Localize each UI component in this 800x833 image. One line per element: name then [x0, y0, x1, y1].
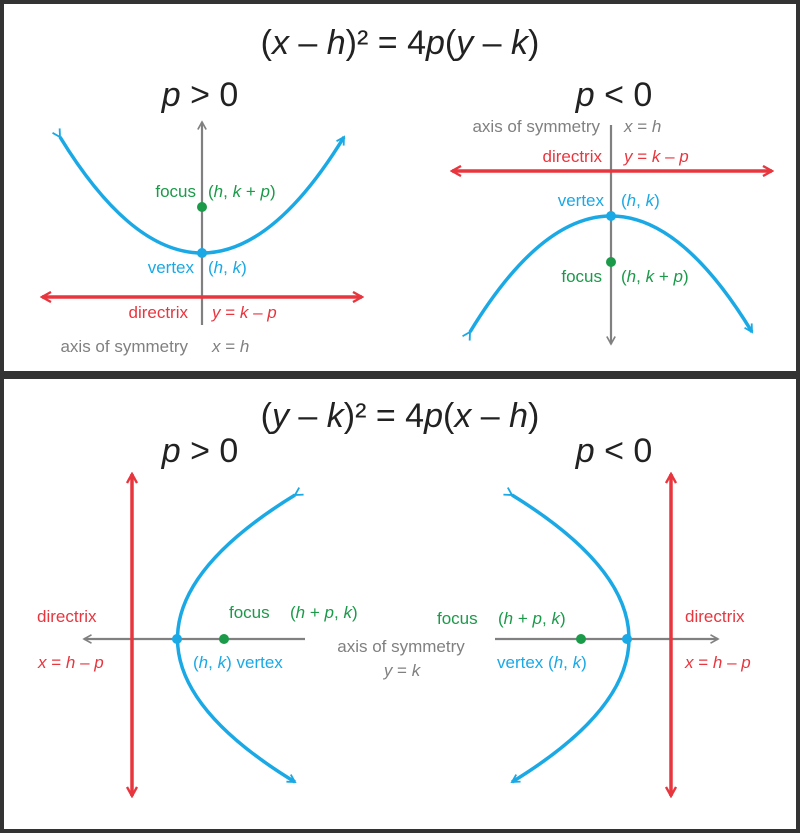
- bottom-left-vertex-text: (h, k) vertex: [193, 653, 283, 672]
- top-left-directrix-eq: y = k – p: [211, 303, 277, 322]
- top-right-axis-eq: x = h: [623, 117, 661, 136]
- top-right-directrix-eq: y = k – p: [623, 147, 689, 166]
- top-right-focus-coord: (h, k + p): [621, 267, 689, 286]
- top-panel-frame: [0, 0, 800, 375]
- top-left-case: p > 0: [161, 76, 239, 114]
- top-right-focus-point: [606, 257, 616, 267]
- top-left-axis-eq: x = h: [211, 337, 249, 356]
- top-right-vertex-coord: (h, k): [621, 191, 660, 210]
- bottom-axis-eq: y = k: [383, 661, 422, 680]
- top-right-axis-label: axis of symmetry: [472, 117, 600, 136]
- top-left-focus-coord: (h, k + p): [208, 182, 276, 201]
- bottom-left-focus-point: [219, 634, 229, 644]
- top-left-vertex-point: [197, 248, 207, 258]
- top-equation: (x – h)² = 4p(y – k): [261, 24, 540, 62]
- bottom-right-directrix-eq: x = h – p: [684, 653, 751, 672]
- top-right-case: p < 0: [575, 76, 653, 114]
- top-right-vertex-point: [606, 211, 616, 221]
- bottom-right-focus-point: [576, 634, 586, 644]
- top-left-vertex-coord: (h, k): [208, 258, 247, 277]
- top-left-focus-point: [197, 202, 207, 212]
- bottom-right-directrix-label: directrix: [685, 607, 745, 626]
- bottom-axis-label: axis of symmetry: [337, 637, 465, 656]
- bottom-left-focus-coord: (h + p, k): [290, 603, 358, 622]
- top-right-directrix-label: directrix: [542, 147, 602, 166]
- top-right-focus-label: focus: [561, 267, 602, 286]
- bottom-panel-frame: [0, 375, 800, 833]
- bottom-right-focus-label: focus: [437, 609, 478, 628]
- top-left-focus-label: focus: [155, 182, 196, 201]
- bottom-right-vertex-point: [622, 634, 632, 644]
- top-left-directrix-label: directrix: [128, 303, 188, 322]
- bottom-right-focus-coord: (h + p, k): [498, 609, 566, 628]
- bottom-left-directrix-label: directrix: [37, 607, 97, 626]
- top-right-vertex-label: vertex: [558, 191, 605, 210]
- top-left-axis-label: axis of symmetry: [60, 337, 188, 356]
- bottom-left-focus-label: focus: [229, 603, 270, 622]
- bottom-left-case: p > 0: [161, 432, 239, 470]
- bottom-right-case: p < 0: [575, 432, 653, 470]
- bottom-left-directrix-eq: x = h – p: [37, 653, 104, 672]
- bottom-left-vertex-point: [172, 634, 182, 644]
- bottom-right-vertex-text: vertex (h, k): [497, 653, 587, 672]
- top-left-vertex-label: vertex: [148, 258, 195, 277]
- bottom-equation: (y – k)² = 4p(x – h): [261, 397, 540, 435]
